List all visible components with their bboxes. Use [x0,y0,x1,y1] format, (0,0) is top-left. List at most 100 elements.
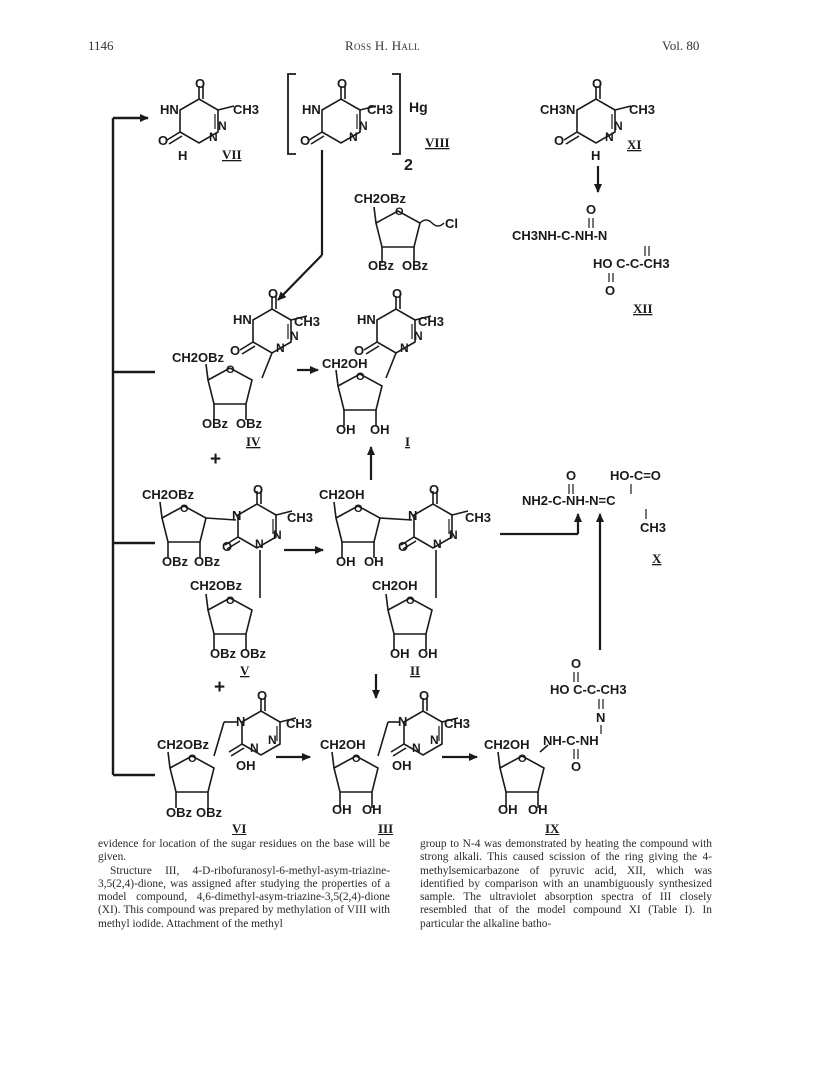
svg-text:CH2OBz: CH2OBz [354,191,407,206]
body-column-left: evidence for location of the sugar resid… [98,838,390,931]
svg-text:N: N [236,714,245,729]
svg-text:O: O [226,364,235,376]
compound-iv: O HN CH3 N N O CH2OBz O OBz OBz IV [172,286,320,449]
plus-sign: + [214,677,225,698]
svg-text:OBz: OBz [210,646,237,661]
svg-text:CH2OBz: CH2OBz [157,737,210,752]
svg-text:O: O [354,343,364,358]
svg-text:N: N [412,741,421,755]
svg-text:O: O [429,482,439,497]
label-vii: VII [222,147,242,162]
label-x: X [652,551,662,566]
svg-text:OBz: OBz [402,258,429,273]
svg-text:O: O [195,76,205,91]
svg-text:HO C-C-CH3: HO C-C-CH3 [550,682,627,697]
volume-label: Vol. 80 [662,38,700,53]
svg-text:N: N [414,329,423,343]
label-vi: VI [232,821,246,835]
paragraph: group to N-4 was demonstrated by heating… [420,838,712,930]
svg-text:O: O [188,753,197,765]
svg-text:OH: OH [362,802,382,817]
svg-text:N: N [398,714,407,729]
svg-text:O: O [419,688,429,703]
svg-text:OH: OH [370,422,390,437]
svg-text:N: N [250,741,259,755]
label-iii: III [378,821,393,835]
svg-text:2: 2 [404,157,413,174]
svg-text:N: N [605,130,614,144]
svg-text:CH3: CH3 [465,510,491,525]
svg-text:O: O [180,503,189,515]
svg-text:N: N [232,508,241,523]
label-v: V [240,663,250,678]
compound-vii: O HN CH3 N N O H VII [158,76,259,163]
svg-text:CH2OH: CH2OH [372,578,418,593]
svg-text:O: O [253,482,263,497]
svg-text:CH3: CH3 [294,314,320,329]
svg-text:O: O [518,753,527,765]
svg-text:O: O [354,503,363,515]
svg-text:N: N [209,130,218,144]
svg-text:O: O [158,133,168,148]
svg-text:OH: OH [528,802,548,817]
page-number: 1146 [88,38,114,53]
svg-text:N: N [349,130,358,144]
svg-text:OBz: OBz [202,416,229,431]
chloro-sugar: CH2OBz O Cl OBz OBz [354,191,458,273]
compound-x: O HO-C=O NH2-C-NH-N=C CH3 X [522,468,666,566]
svg-text:OH: OH [336,422,356,437]
svg-text:O: O [392,286,402,301]
svg-text:O: O [268,286,278,301]
svg-text:N: N [614,119,623,133]
body-column-right: group to N-4 was demonstrated by heating… [420,838,712,931]
svg-text:CH3NH-C-NH-N: CH3NH-C-NH-N [512,228,607,243]
compound-i: O HN CH3 N N O CH2OH O OH OH I [322,286,444,449]
svg-text:O: O [226,595,235,607]
svg-text:OBz: OBz [368,258,395,273]
svg-text:N: N [290,329,299,343]
svg-text:HN: HN [233,312,252,327]
svg-text:OBz: OBz [196,805,223,820]
svg-text:OH: OH [364,554,384,569]
compound-ii: CH2OH O OH OH O N CH3 N N O CH2OH O OH O… [319,482,491,678]
svg-text:CH3: CH3 [444,716,470,731]
svg-text:O: O [571,656,581,671]
svg-text:N: N [276,341,285,355]
svg-text:CH3: CH3 [629,102,655,117]
reaction-arrows [276,150,604,761]
svg-text:HO-C=O: HO-C=O [610,468,661,483]
label-ii: II [410,663,420,678]
svg-text:CH2OH: CH2OH [322,356,368,371]
label-iv: IV [246,434,261,449]
compound-xii: O CH3NH-C-NH-N HO C-C-CH3 O XII [512,202,670,316]
paragraph: Structure III, 4-D-ribofuranosyl-6-methy… [98,864,390,930]
svg-text:O: O [605,283,615,298]
label-i: I [405,434,410,449]
compound-xi: O CH3N CH3 N N O H XI [540,76,655,163]
svg-text:CH2OH: CH2OH [484,737,530,752]
svg-text:O: O [571,759,581,774]
svg-text:N: N [359,119,368,133]
label-xi: XI [627,137,641,152]
svg-text:CH3: CH3 [367,102,393,117]
svg-text:O: O [337,76,347,91]
svg-text:OBz: OBz [162,554,189,569]
svg-text:O: O [356,371,365,383]
svg-text:OH: OH [392,758,412,773]
svg-text:OH: OH [498,802,518,817]
compound-iii: CH2OH O OH OH O N CH3 N N OH III [320,688,470,835]
svg-text:H: H [178,148,187,163]
compound-v: CH2OBz O OBz OBz O N CH3 N N O CH2OBz O … [142,482,313,678]
svg-text:N: N [255,537,264,551]
svg-text:HO C-C-CH3: HO C-C-CH3 [593,256,670,271]
compound-ix: O HO C-C-CH3 N NH-C-NH O CH2OH O OH OH I… [484,656,627,835]
svg-text:N: N [596,710,605,725]
svg-text:O: O [352,753,361,765]
svg-text:CH3: CH3 [287,510,313,525]
svg-text:N: N [430,733,439,747]
svg-text:CH2OH: CH2OH [320,737,366,752]
svg-text:OBz: OBz [166,805,193,820]
label-ix: IX [545,821,560,835]
svg-text:NH-C-NH: NH-C-NH [543,733,599,748]
svg-text:OBz: OBz [236,416,263,431]
